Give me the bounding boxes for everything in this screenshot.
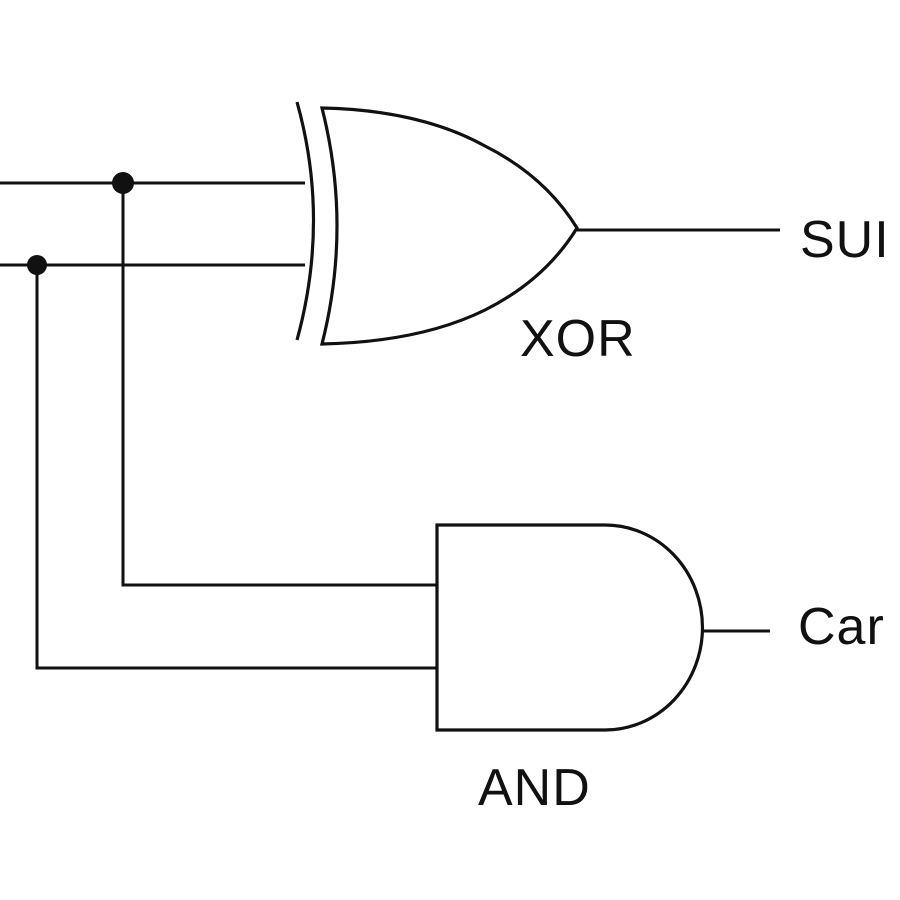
junction-dot-a: [112, 172, 134, 194]
branch-wire-a-to-and: [121, 183, 438, 587]
carry-output-label: Car: [798, 598, 885, 656]
and-gate-label: AND: [478, 759, 591, 817]
sum-output-label: SUI: [800, 211, 890, 269]
xor-gate: [295, 101, 579, 346]
xor-gate-body: [319, 106, 579, 346]
and-gate-body: [435, 523, 704, 732]
xor-gate-back-curve: [295, 101, 316, 341]
branch-wire-b-to-and: [35, 265, 438, 670]
xor-gate-label: XOR: [520, 310, 636, 368]
junction-dot-b: [27, 255, 47, 275]
